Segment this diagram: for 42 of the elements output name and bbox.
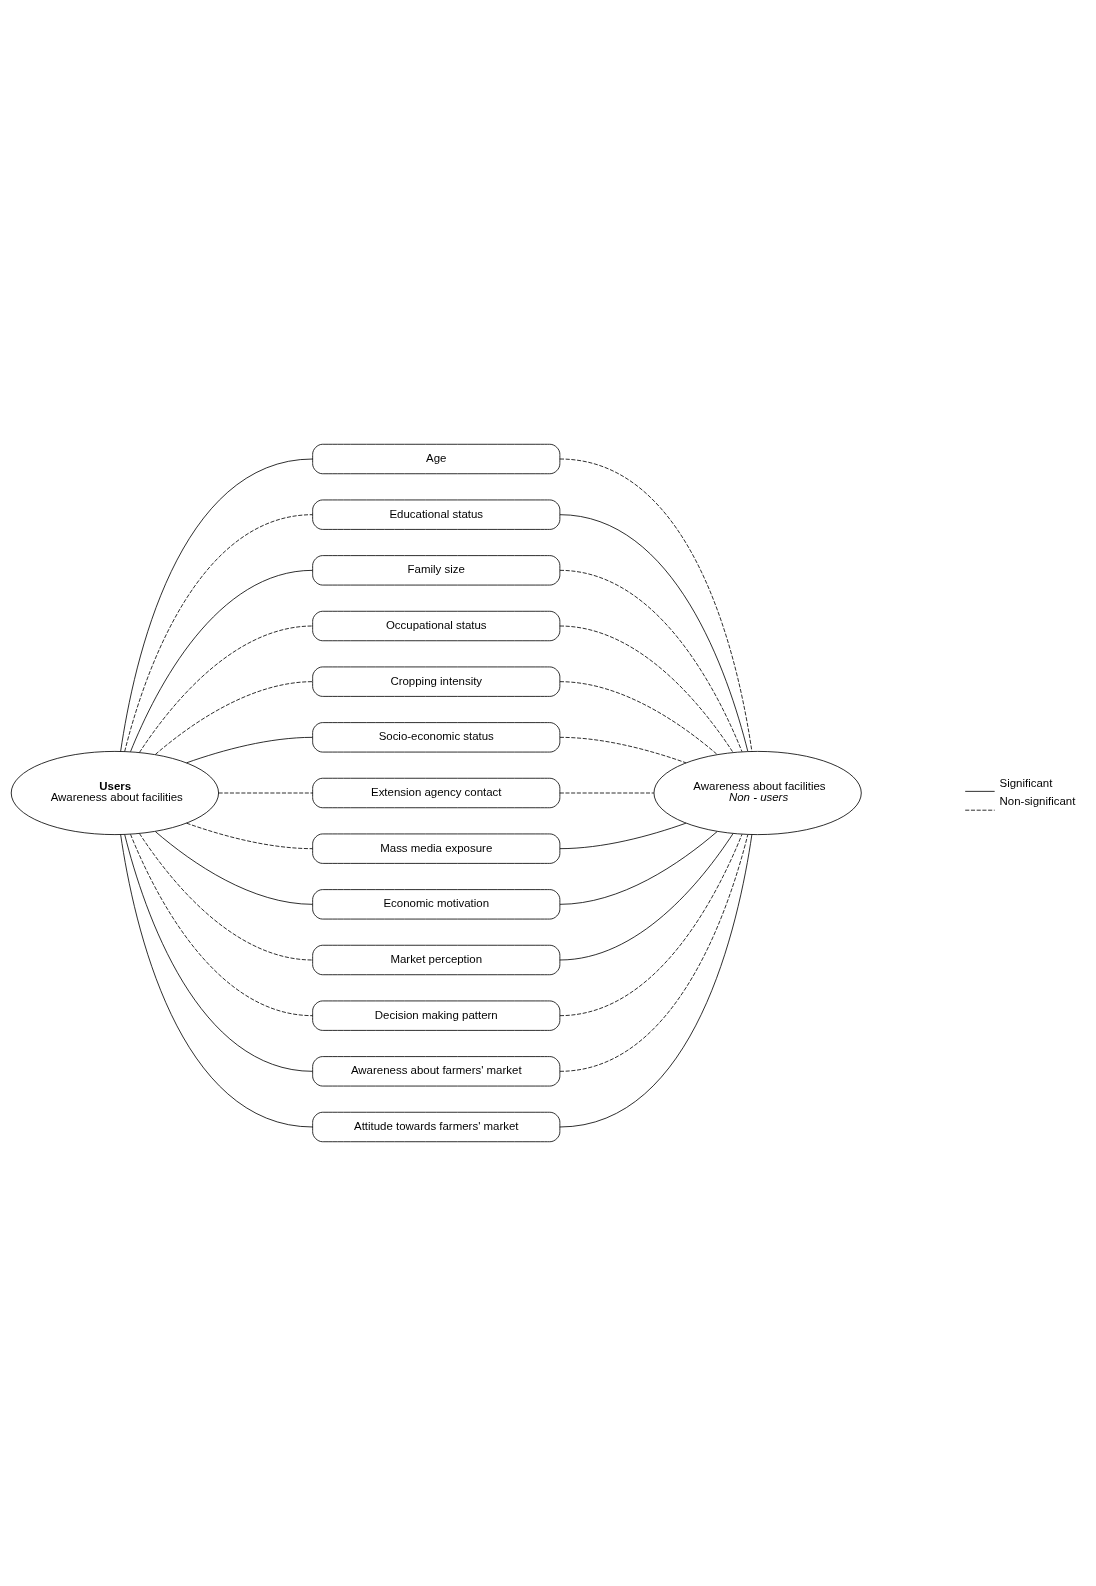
legend-label: Significant bbox=[999, 776, 1053, 789]
connector bbox=[130, 833, 314, 1017]
connector bbox=[218, 792, 314, 794]
node-box: Attitude towards farmers' market bbox=[312, 1111, 561, 1143]
node-box: Socio-economic status bbox=[312, 722, 561, 753]
node-box: Cropping intensity bbox=[312, 666, 561, 697]
connector bbox=[186, 736, 314, 764]
legend-label: Non-significant bbox=[999, 795, 1076, 808]
connector bbox=[155, 681, 314, 755]
connector bbox=[559, 834, 749, 1072]
connector bbox=[559, 833, 743, 1017]
connector bbox=[559, 625, 734, 753]
connector bbox=[155, 831, 314, 905]
connector bbox=[139, 833, 314, 961]
node-box: Age bbox=[312, 443, 561, 475]
connector bbox=[559, 736, 687, 764]
connector bbox=[124, 834, 314, 1072]
node-box: Market perception bbox=[312, 944, 561, 976]
node-box: Extension agency contact bbox=[312, 777, 561, 809]
connector bbox=[559, 834, 753, 1128]
connector bbox=[120, 834, 314, 1128]
node-box: Mass media exposure bbox=[312, 833, 561, 864]
node-box: Awareness about farmers' market bbox=[312, 1056, 561, 1087]
connector bbox=[559, 822, 687, 850]
connector bbox=[139, 625, 314, 753]
node-box: Decision making pattern bbox=[312, 1000, 561, 1031]
connector bbox=[559, 569, 743, 753]
node-ellipse: Users Awareness about facilities bbox=[10, 751, 219, 835]
connector bbox=[130, 569, 314, 753]
connector bbox=[559, 833, 734, 961]
node-ellipse: Awareness about facilities Non - users bbox=[653, 751, 862, 835]
connector bbox=[559, 514, 749, 752]
connector bbox=[124, 514, 314, 752]
connector bbox=[559, 831, 718, 905]
node-box: Educational status bbox=[312, 499, 561, 530]
connector bbox=[186, 822, 314, 850]
connector bbox=[559, 458, 753, 752]
connector bbox=[559, 681, 718, 755]
node-box: Occupational status bbox=[312, 610, 561, 642]
connector bbox=[120, 458, 314, 752]
node-box: Economic motivation bbox=[312, 889, 561, 920]
node-box: Family size bbox=[312, 555, 561, 586]
